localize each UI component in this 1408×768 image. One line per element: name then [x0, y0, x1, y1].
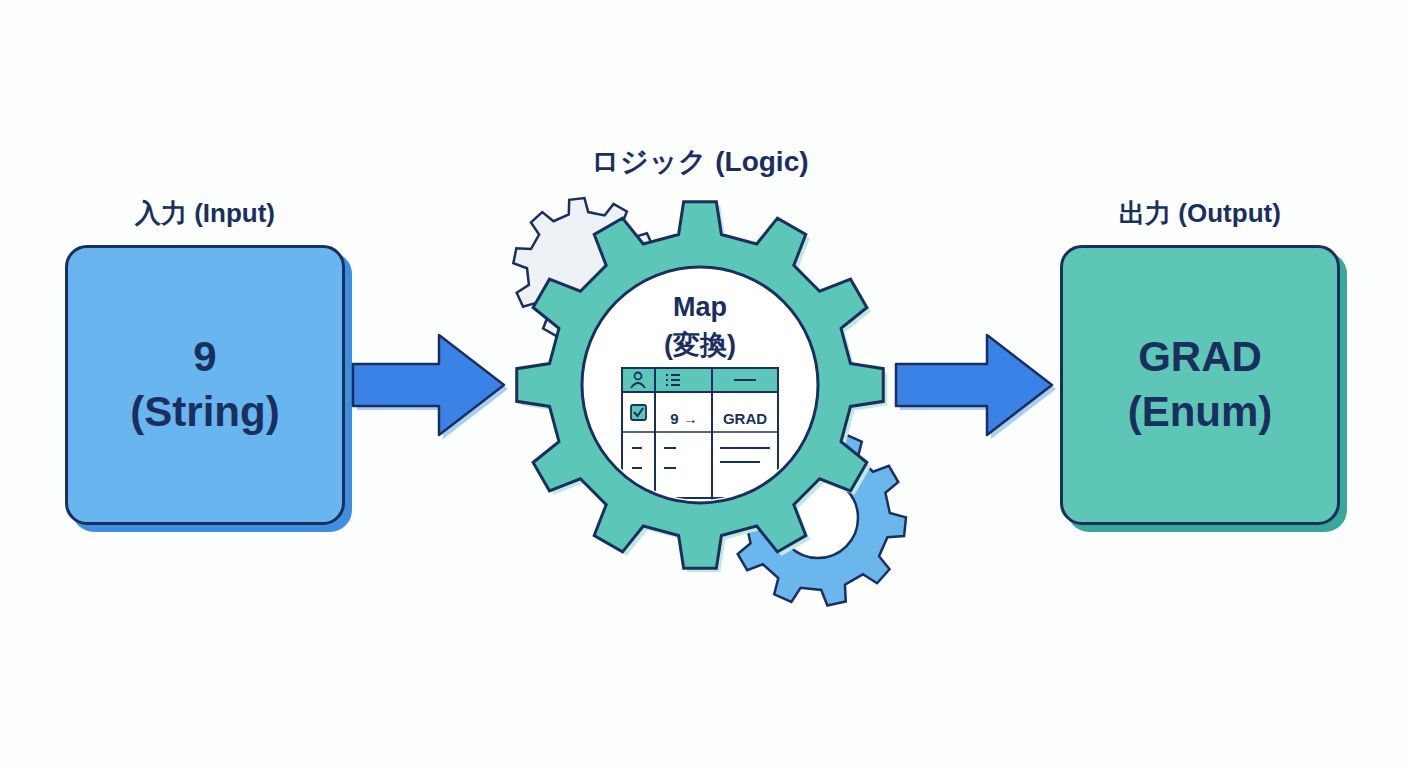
- table-cell: GRAD: [723, 410, 767, 427]
- node-text: 9 (String): [130, 330, 279, 439]
- node-text: Map (変換): [664, 288, 736, 364]
- gear-inner-circle: [582, 267, 818, 503]
- box-shape: GRAD (Enum): [1060, 245, 1340, 525]
- heading-holder: 出力 (Output): [1020, 190, 1380, 236]
- placeholder-lines: [632, 448, 770, 468]
- logic-gear: ロジック (Logic)Map (変換): [512, 197, 888, 573]
- checkbox-icon: [631, 405, 646, 420]
- node-heading: ロジック (Logic): [591, 143, 808, 181]
- table-rule: [622, 431, 778, 433]
- block-arrow: [896, 335, 1052, 435]
- table-header: [622, 368, 778, 392]
- table-cell: 9 →: [670, 410, 698, 427]
- output-box: 出力 (Output) GRAD (Enum): [1060, 190, 1340, 525]
- node-text: GRAD (Enum): [1128, 330, 1273, 439]
- table-rule: [654, 368, 656, 500]
- check-mark: [634, 408, 643, 416]
- arrow-shadow: [357, 339, 508, 439]
- person-icon: [635, 373, 642, 380]
- table-group: [622, 368, 778, 500]
- box-shape: 9 (String): [65, 245, 345, 525]
- node-heading: 出力 (Output): [1119, 196, 1281, 231]
- table-frame: [622, 368, 778, 498]
- block-arrow: [353, 335, 504, 435]
- heading-holder: ロジック (Logic): [472, 145, 928, 179]
- body-holder: Map (変換): [512, 288, 888, 364]
- dash-icon: [734, 379, 756, 381]
- arrow-shadow: [900, 339, 1056, 439]
- table-rule: [711, 368, 713, 500]
- list-icon: [666, 375, 680, 385]
- heading-holder: 入力 (Input): [25, 190, 385, 236]
- gear-body: [517, 202, 884, 569]
- node-heading: 入力 (Input): [135, 196, 275, 231]
- person-icon: [631, 383, 645, 388]
- input-box: 入力 (Input) 9 (String): [65, 190, 345, 525]
- gear-shape: [512, 197, 888, 573]
